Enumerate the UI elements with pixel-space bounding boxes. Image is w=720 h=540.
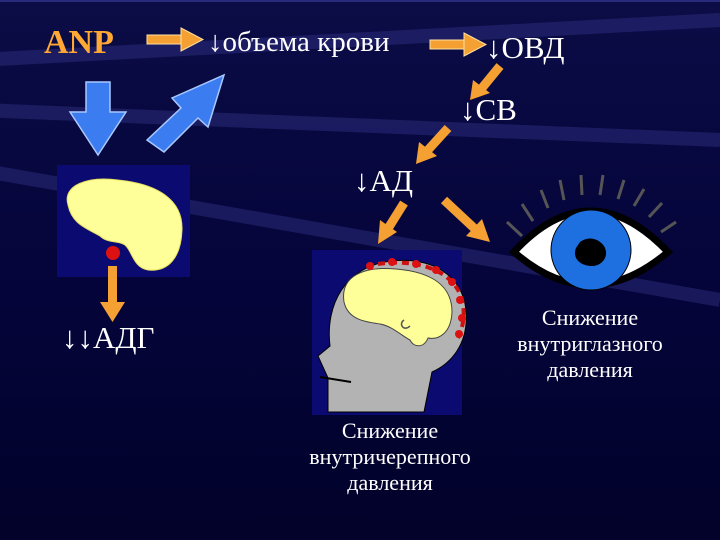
- eye-icon: [505, 174, 677, 291]
- head-note-line-1: Снижение: [341, 418, 439, 443]
- arrow-ad-to-eye: [440, 196, 490, 242]
- eye-pressure-note: Снижение внутриглазного давления: [490, 305, 690, 383]
- ad-label: ↓АД: [354, 163, 414, 198]
- arrow-ovd-to-sv: [470, 63, 504, 100]
- head-note-line-2: внутричерепного: [309, 443, 471, 469]
- blue-arrow-down: [68, 81, 128, 157]
- head-vessel-dots: [366, 258, 466, 338]
- eye-note-line-3: давления: [547, 356, 633, 382]
- sv-label: ↓СВ: [460, 92, 517, 127]
- arrow-anp-to-volume: [146, 27, 205, 52]
- blood-volume-label: ↓объема крови: [208, 26, 390, 58]
- anp-label: ANP: [44, 24, 114, 61]
- arrow-volume-to-ovd: [429, 32, 488, 57]
- gland-dot: [106, 246, 120, 260]
- ovd-label: ↓ОВД: [486, 30, 565, 65]
- head-note-line-3: давления: [347, 469, 433, 495]
- brain-shape: [66, 178, 183, 271]
- arrow-ad-to-head: [378, 200, 408, 244]
- head-brain: [343, 267, 453, 347]
- arrow-gland-to-adg: [100, 266, 125, 322]
- eye-note-line-2: внутриглазного: [517, 330, 663, 356]
- arrow-sv-to-ad: [416, 124, 452, 164]
- adg-label: ↓↓АДГ: [62, 320, 155, 355]
- eye-note-line-1: Снижение: [541, 305, 639, 330]
- intracranial-pressure-note: Снижение внутричерепного давления: [290, 418, 490, 496]
- blue-arrow-up-right: [145, 73, 226, 153]
